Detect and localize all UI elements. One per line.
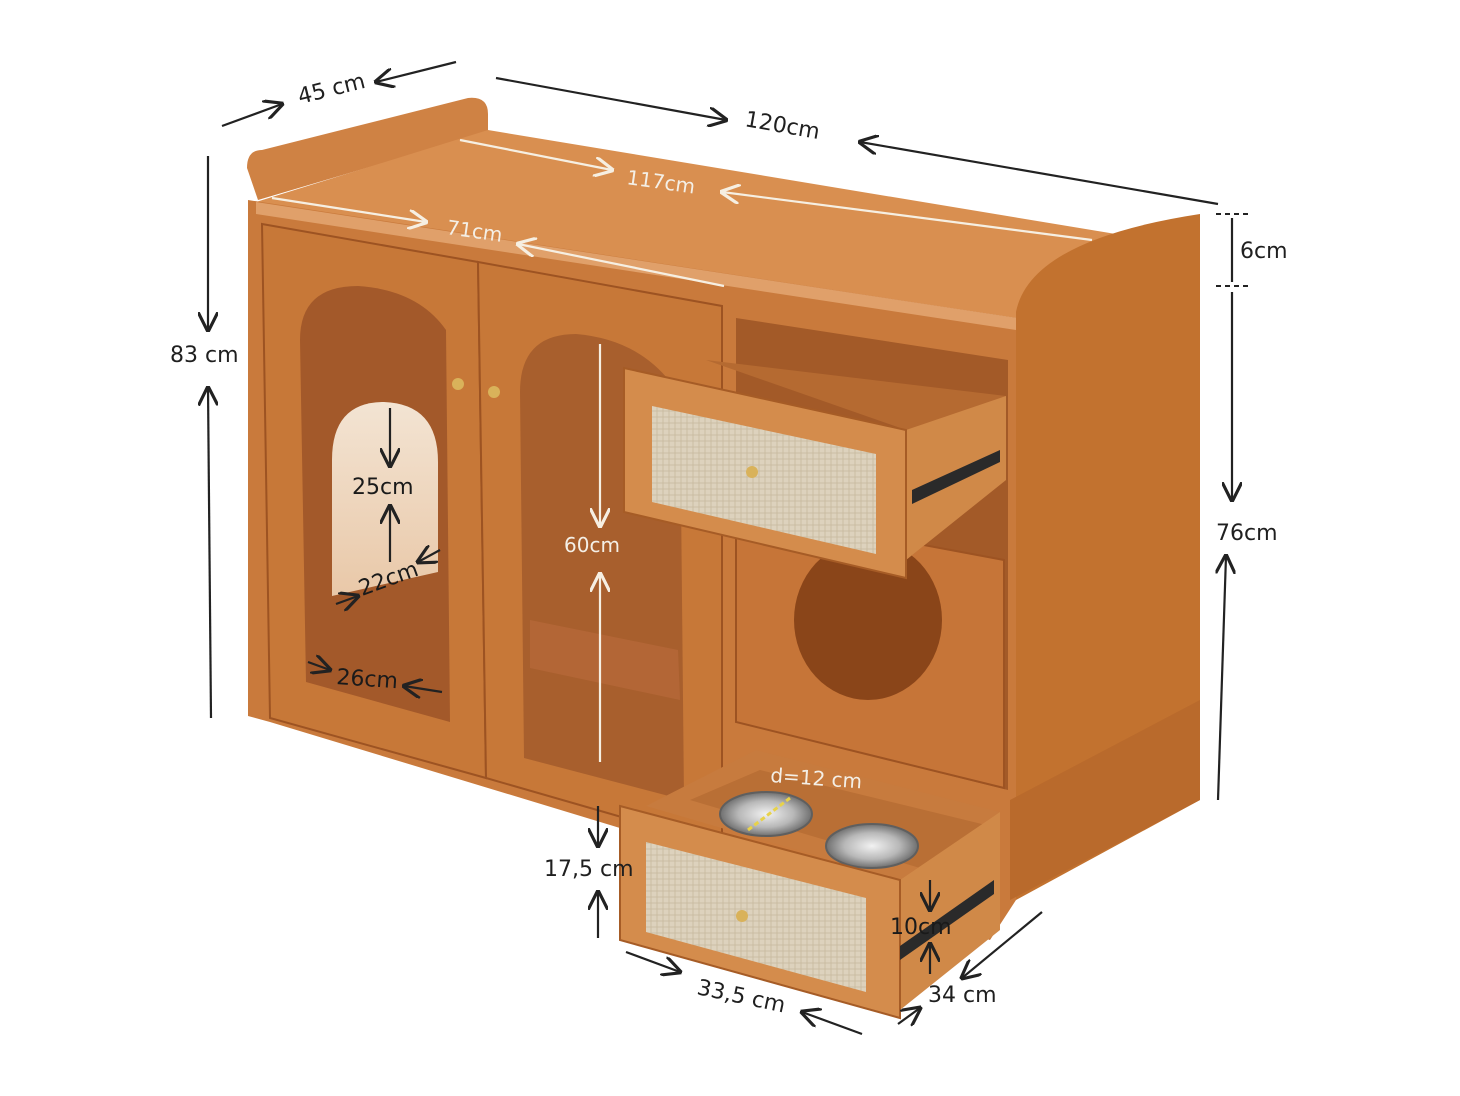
top-drawer-knob[interactable]: [746, 466, 758, 478]
bottom-drawer-knob[interactable]: [736, 910, 748, 922]
label-height-top-lip: 6cm: [1240, 239, 1288, 264]
label-arch-big-height: 60cm: [564, 533, 620, 557]
back-lip: [247, 97, 488, 200]
label-width-total: 120cm: [743, 107, 822, 145]
bottom-plinth: [1010, 700, 1200, 900]
top-front-edge: [256, 202, 1016, 330]
label-depth-top: 45 cm: [295, 69, 368, 110]
bowl-right: [825, 823, 919, 869]
top-drawer-rattan: [652, 406, 876, 554]
cat-door-hole: [794, 540, 942, 700]
label-drawer-depth-inner: 10cm: [890, 915, 952, 940]
bottom-drawer-rattan: [646, 842, 866, 992]
door-knob-right[interactable]: [488, 386, 500, 398]
label-arch-big-width: 26cm: [336, 665, 399, 694]
dimension-lines: [208, 60, 1250, 1036]
bottom-drawer[interactable]: [619, 750, 1000, 1020]
label-drawer-depth: 34 cm: [928, 983, 997, 1008]
label-height-total: 83 cm: [170, 343, 239, 368]
bowl-left: [719, 791, 813, 837]
label-drawer-lift: 17,5 cm: [544, 857, 634, 882]
arch-inner-small: [332, 402, 438, 596]
label-arch-small-height: 25cm: [352, 475, 414, 500]
door-knob-left[interactable]: [452, 378, 464, 390]
dimension-labels: 45 cm 120cm 117cm 71cm 83 cm 6cm 76cm 25…: [170, 69, 1288, 1018]
top-surface: [256, 130, 1140, 318]
top-drawer[interactable]: [623, 360, 1006, 580]
label-height-body: 76cm: [1216, 521, 1278, 546]
